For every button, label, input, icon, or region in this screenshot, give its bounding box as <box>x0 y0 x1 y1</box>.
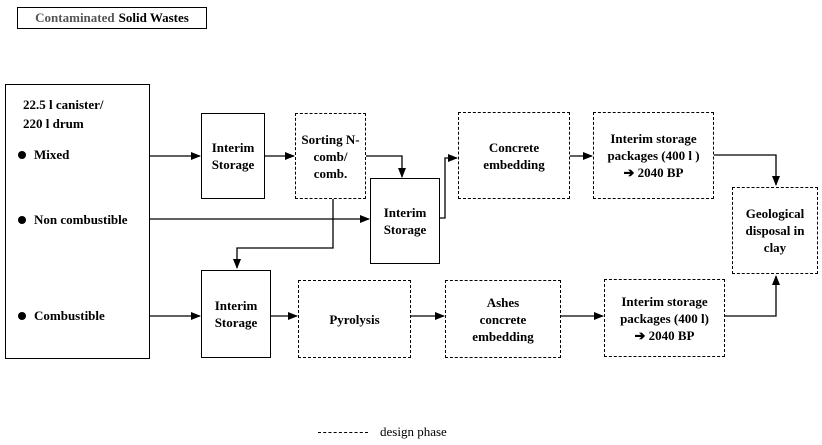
arrow-packages2-to-geological <box>724 275 780 317</box>
pyrolysis-box: Pyrolysis <box>298 280 411 358</box>
source-item-combustible: Combustible <box>18 308 105 324</box>
interim-storage-box-3: Interim Storage <box>201 270 271 358</box>
title-main: Solid Wastes <box>118 10 189 25</box>
waste-source-box: 22.5 l canister/ 220 l drum Mixed Non co… <box>5 84 150 359</box>
title-prefix: Contaminated <box>35 10 115 25</box>
sorting-box: Sorting N-comb/ comb. <box>295 113 366 199</box>
packages-top-line-1: Interim storage <box>610 131 697 146</box>
packages-top-line-3: ➔ 2040 BP <box>623 165 684 180</box>
ashes-concrete-embedding-box: Ashes concrete embedding <box>445 280 561 358</box>
arrow-sorting-to-storage3 <box>233 199 334 269</box>
arrow-storage2-to-concrete <box>439 154 458 219</box>
interim-packages-box-bottom: Interim storage packages (400 l) ➔ 2040 … <box>604 279 725 357</box>
bullet-icon <box>18 151 26 159</box>
geological-disposal-box: Geological disposal in clay <box>732 187 818 274</box>
interim-storage-box-2: Interim Storage <box>370 178 440 264</box>
packages-top-line-2: packages (400 l ) <box>607 148 700 163</box>
source-item-mixed: Mixed <box>18 147 69 163</box>
source-item-non-combustible: Non combustible <box>18 212 128 228</box>
packages-bottom-line-1: Interim storage <box>621 293 708 309</box>
packages-bottom-line-2: packages (400 l) <box>620 310 709 326</box>
packages-bottom-line-3: ➔ 2040 BP <box>634 327 695 343</box>
arrow-packages-to-geological <box>713 154 780 186</box>
diagram-title: Contaminated Solid Wastes <box>17 7 207 29</box>
interim-storage-box-1: Interim Storage <box>201 113 265 199</box>
arrow-sorting-to-storage2 <box>365 155 406 178</box>
bullet-icon <box>18 216 26 224</box>
legend: design phase <box>318 424 447 440</box>
dashed-line-sample <box>318 431 368 433</box>
interim-packages-box-top: Interim storage packages (400 l ) ➔ 2040… <box>593 112 714 199</box>
source-line-1: 22.5 l canister/ <box>23 97 104 112</box>
bullet-icon <box>18 312 26 320</box>
source-line-2: 220 l drum <box>23 116 84 131</box>
legend-label: design phase <box>380 424 447 439</box>
concrete-embedding-box: Concrete embedding <box>458 112 570 199</box>
